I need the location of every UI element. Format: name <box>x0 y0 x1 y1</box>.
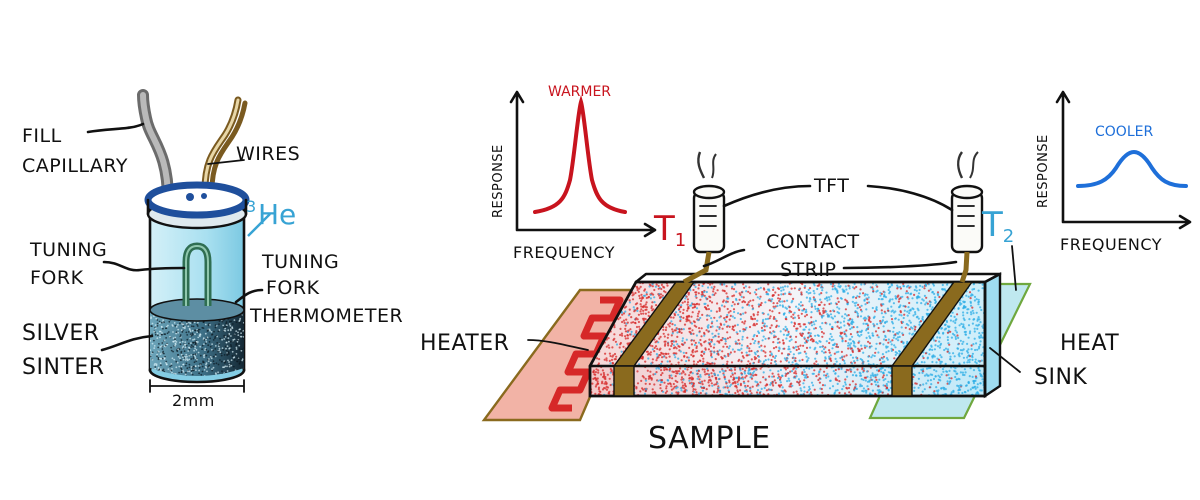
heater-coil <box>548 296 624 412</box>
label-tf-thermometer-1: TUNING <box>261 251 339 273</box>
contact-strip-leader-lines <box>702 248 958 270</box>
label-tf-thermometer-2: FORK <box>266 277 320 299</box>
label-heater: HEATER <box>420 331 509 356</box>
label-dimension: 2mm <box>172 391 215 410</box>
label-t2: T2 <box>981 205 1014 247</box>
label-tft: TFT <box>813 175 849 197</box>
sample-setup <box>481 151 1032 422</box>
cell-cap <box>144 181 250 219</box>
label-tuning-fork-1: TUNING <box>29 239 107 261</box>
label-silver: SILVER <box>22 321 100 346</box>
cooler-plot: COOLER RESPONSE FREQUENCY <box>1036 90 1192 254</box>
warmer-plot-title: WARMER <box>548 84 611 100</box>
warmer-plot-ylabel: RESPONSE <box>491 144 506 218</box>
label-strip: STRIP <box>780 259 836 281</box>
tuning-fork-cell <box>137 89 250 393</box>
label-sinter: SINTER <box>22 355 105 380</box>
label-heat: HEAT <box>1060 331 1119 356</box>
warmer-plot-axes <box>509 90 657 238</box>
heater-pad <box>481 288 638 422</box>
cooler-plot-xlabel: FREQUENCY <box>1060 235 1162 254</box>
warmer-plot: WARMER RESPONSE FREQUENCY <box>491 84 657 262</box>
thermometer-t2 <box>950 151 984 283</box>
label-sink: SINK <box>1034 365 1087 390</box>
label-contact: CONTACT <box>766 231 860 253</box>
warmer-plot-xlabel: FREQUENCY <box>513 243 615 262</box>
label-t1: T1 <box>653 209 686 251</box>
cooler-plot-axes <box>1055 90 1192 230</box>
cooler-plot-ylabel: RESPONSE <box>1036 134 1051 208</box>
setup-labels: TFT CONTACT STRIP T1 T2 HEATER HEAT SINK… <box>420 175 1119 456</box>
left-labels: FILL CAPILLARY WIRES 3 He TUNING FORK TU… <box>22 125 403 410</box>
thermometer-t1 <box>682 151 726 285</box>
left-leader-lines <box>86 122 271 352</box>
sample-slab <box>588 280 987 398</box>
tft-leader-lines <box>722 184 954 212</box>
label-tuning-fork-2: FORK <box>30 267 84 289</box>
label-capillary: CAPILLARY <box>22 155 128 177</box>
label-sample: SAMPLE <box>648 421 771 456</box>
cooler-response-curve <box>1076 149 1188 188</box>
dimension-marker <box>149 379 245 393</box>
label-fill: FILL <box>22 125 62 147</box>
label-helium: He <box>258 198 296 231</box>
wires-bundle <box>201 96 242 194</box>
label-helium-superscript: 3 <box>246 197 256 216</box>
label-wires: WIRES <box>236 143 300 165</box>
cooler-plot-title: COOLER <box>1095 124 1153 140</box>
warmer-response-curve <box>533 95 627 214</box>
label-tf-thermometer-3: THERMOMETER <box>249 305 403 327</box>
